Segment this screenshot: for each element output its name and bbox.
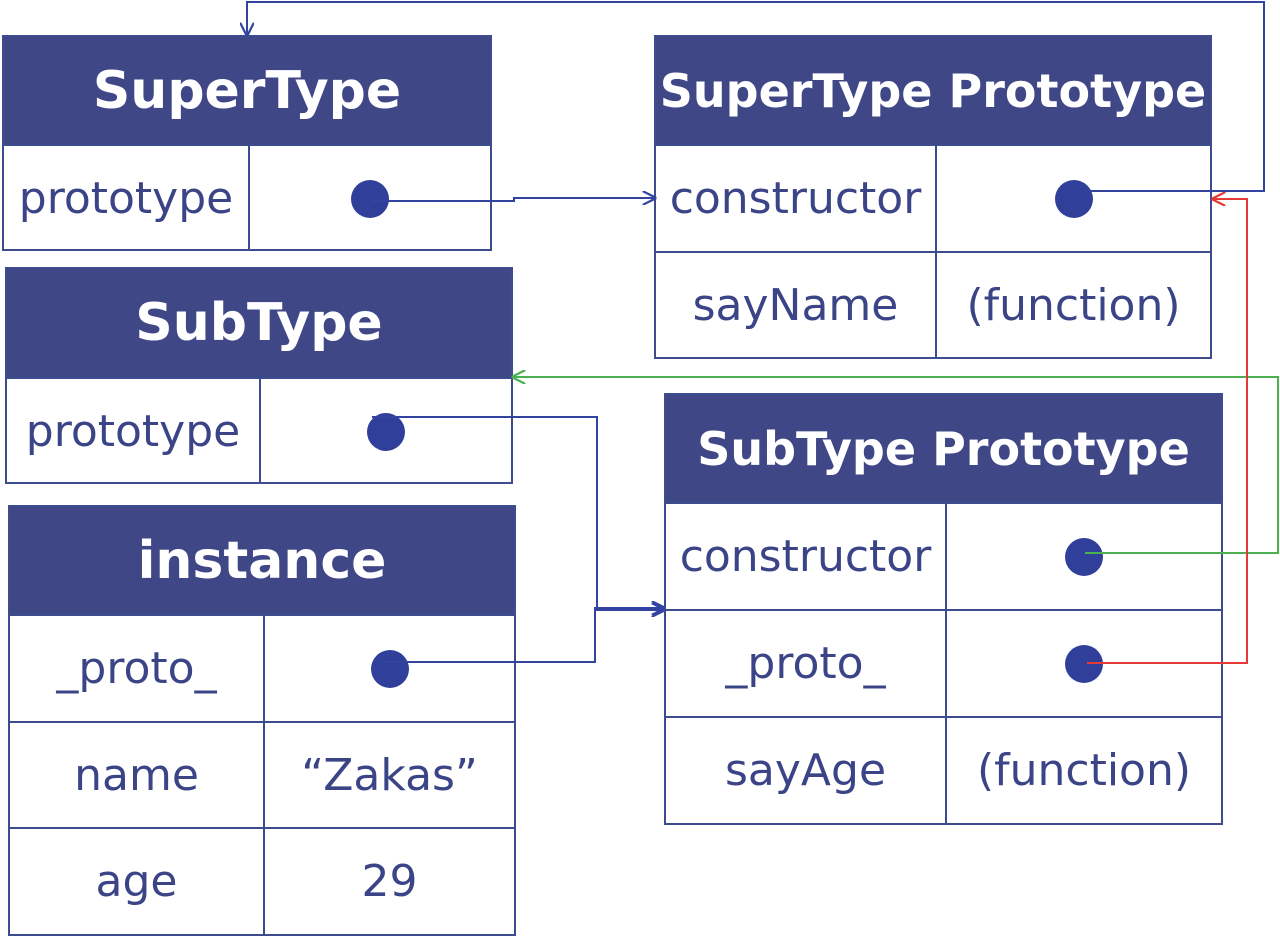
supertype-prototype-row-constructor: constructor	[656, 144, 1210, 251]
supertype-row-prototype: prototype	[4, 144, 490, 251]
pointer-dot	[1054, 179, 1093, 218]
supertype-prototype-value	[248, 146, 490, 251]
supertype-prototype-key: prototype	[18, 173, 234, 224]
subtype-title: SubType	[7, 269, 511, 377]
instance-row-proto: _proto_	[10, 614, 514, 721]
subtype-prototype-value	[259, 379, 511, 484]
subtype-prototype-sayage-key: sayAge	[724, 745, 887, 796]
subtype-prototype-title: SubType Prototype	[666, 395, 1221, 502]
subtype-prototype-row-sayage: sayAge (function)	[666, 716, 1221, 823]
subtype-prototype-proto-key: _proto_	[725, 638, 886, 689]
subtype-prototype-box: SubType Prototype constructor _proto_ sa…	[664, 393, 1223, 825]
instance-age-key: age	[95, 856, 178, 907]
subtype-prototype-sayage-value: (function)	[945, 718, 1221, 823]
supertype-prototype-box: SuperType Prototype constructor sayName …	[654, 35, 1212, 359]
instance-age-value: 29	[263, 829, 514, 934]
subtype-prototype-constructor-value	[945, 504, 1221, 609]
supertype-prototype-constructor-value	[935, 146, 1210, 251]
instance-proto-value	[263, 616, 514, 721]
subtype-row-prototype: prototype	[7, 377, 511, 484]
subtype-prototype-proto-value	[945, 611, 1221, 716]
instance-name-value: “Zakas”	[263, 723, 514, 827]
supertype-prototype-row-sayname: sayName (function)	[656, 251, 1210, 357]
supertype-box: SuperType prototype	[2, 35, 492, 251]
pointer-dot	[1065, 644, 1103, 683]
supertype-prototype-sayname-key: sayName	[692, 279, 899, 331]
pointer-dot	[1065, 537, 1103, 576]
instance-name-key: name	[74, 749, 199, 801]
subtype-prototype-constructor-key: constructor	[679, 531, 932, 582]
supertype-prototype-constructor-key: constructor	[669, 173, 922, 224]
instance-box: instance _proto_ name “Zakas” age 29	[8, 505, 516, 936]
subtype-prototype-row-constructor: constructor	[666, 502, 1221, 609]
instance-row-age: age 29	[10, 827, 514, 934]
pointer-dot	[351, 179, 389, 218]
subtype-prototype-key: prototype	[25, 406, 241, 457]
instance-title: instance	[10, 507, 514, 614]
subtype-prototype-row-proto: _proto_	[666, 609, 1221, 716]
instance-proto-key: _proto_	[56, 643, 217, 694]
instance-row-name: name “Zakas”	[10, 721, 514, 827]
pointer-dot	[370, 649, 409, 688]
subtype-box: SubType prototype	[5, 267, 513, 484]
pointer-dot	[367, 412, 405, 451]
supertype-prototype-sayname-value: (function)	[935, 253, 1210, 357]
supertype-prototype-title: SuperType Prototype	[656, 37, 1210, 144]
supertype-title: SuperType	[4, 37, 490, 144]
